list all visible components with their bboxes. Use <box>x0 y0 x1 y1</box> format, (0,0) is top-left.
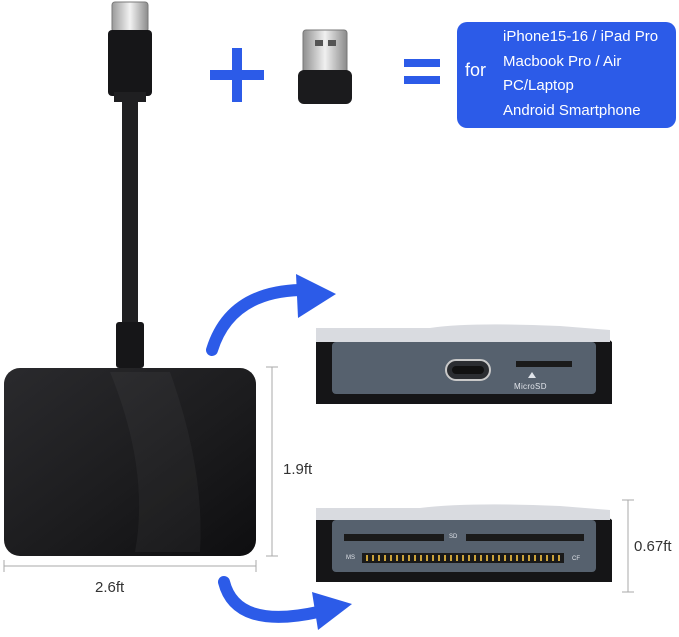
device-item: Android Smartphone <box>503 102 641 119</box>
device-item: iPhone15-16 / iPad Pro <box>503 28 659 45</box>
equals-icon <box>404 59 440 67</box>
side-view-card-slots <box>316 504 612 582</box>
for-label: for <box>465 60 487 80</box>
cable <box>122 100 138 330</box>
plus-icon-vertical <box>232 48 242 102</box>
ms-label: MS <box>346 555 355 561</box>
arrow-bottom-icon <box>218 576 352 630</box>
depth-dimension-line <box>622 499 634 593</box>
sd-label: SD <box>449 534 458 540</box>
sd-slot-icon <box>466 534 584 541</box>
depth-dimension-label: 0.67ft <box>634 538 672 555</box>
side-view-usb-c <box>316 324 612 404</box>
microsd-label: MicroSD <box>514 382 547 391</box>
device-item: Macbook Pro / Air <box>503 53 622 70</box>
width-dimension-line <box>3 560 257 572</box>
ms-slot-icon <box>344 534 444 541</box>
width-dimension-label: 2.6ft <box>95 579 125 596</box>
height-dimension-line <box>266 366 278 557</box>
height-dimension-label: 1.9ft <box>283 461 313 478</box>
device-item: PC/Laptop <box>503 77 574 94</box>
usb-a-adapter <box>298 29 352 104</box>
arrow-top-icon <box>206 274 336 356</box>
compatibility-box: for iPhone15-16 / iPad Pro Macbook Pro /… <box>457 22 676 128</box>
microsd-slot-icon <box>516 361 572 367</box>
equals-icon-lower <box>404 76 440 84</box>
reader-body <box>4 368 256 556</box>
cable-strain-relief <box>116 322 144 368</box>
cf-label: CF <box>572 556 580 562</box>
usb-c-plug <box>108 1 152 102</box>
